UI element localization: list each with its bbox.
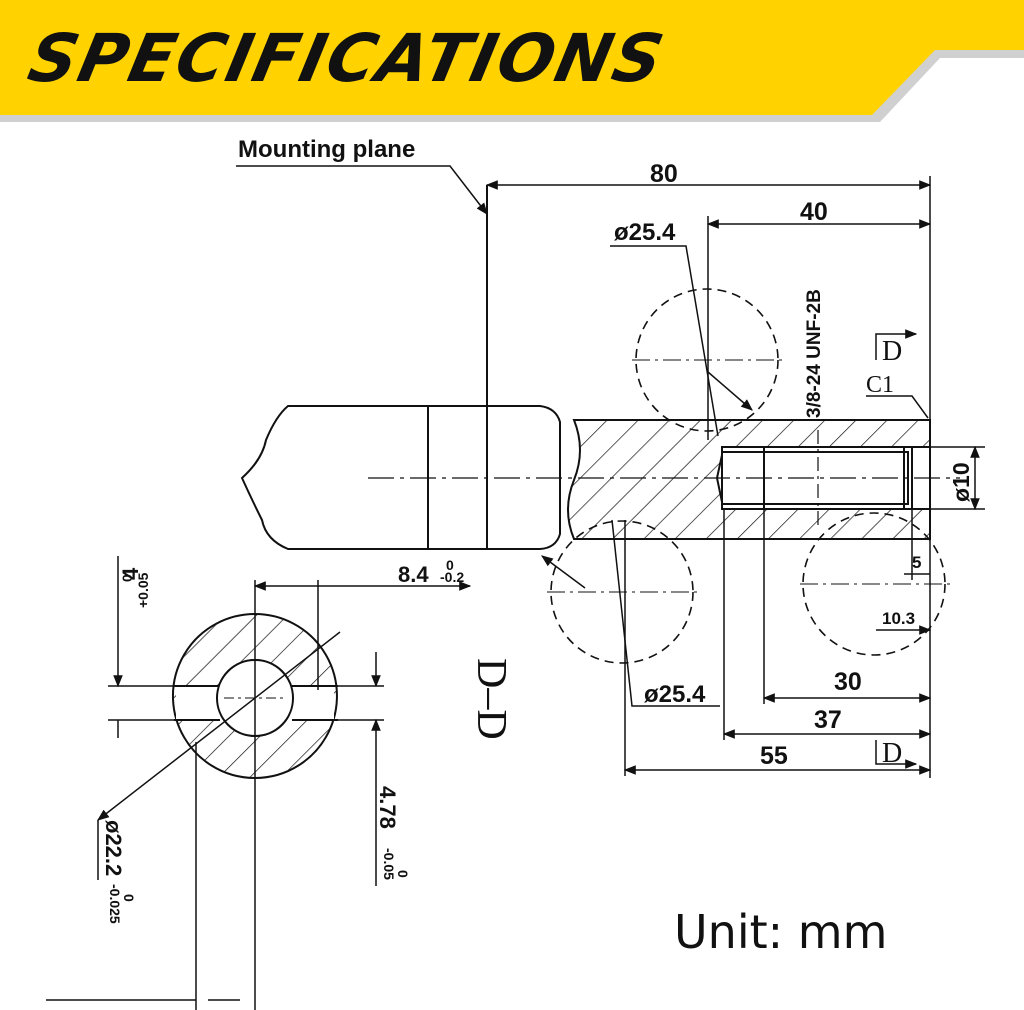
engine-body-outline [240,405,561,550]
section-dimension-lines [46,556,472,1010]
dim-30-label: 30 [834,668,862,696]
dim-4-78-tol-upper: 0 [395,870,411,878]
dia-22-2-tol-lower: -0.025 [107,884,123,924]
dia-25-4-top-label: ø25.4 [614,219,676,246]
section-mark-top: D [882,336,902,367]
dim-4-tol-lower: 0 [119,574,135,582]
shaft-side-view [240,185,960,550]
header-banner [0,0,1024,122]
dia-25-4-bottom-label: ø25.4 [644,681,706,708]
dim-4-78-label: 4.78 [375,786,400,829]
dim-4-78-tol-lower: -0.05 [381,848,397,880]
dim-8-4-tol-upper: 0 [446,557,454,573]
cutter-bottom-right [802,512,946,656]
dim-55-label: 55 [760,742,788,770]
dim-8-4-label: 8.4 [398,562,429,587]
dim-40-label: 40 [800,198,828,226]
key-slot-right [290,686,334,720]
section-d-d [171,613,338,779]
section-mark-bottom: D [882,738,902,769]
section-title: D–D [468,658,514,740]
dim-80-label: 80 [650,160,678,188]
dim-37-label: 37 [814,706,842,734]
mounting-plane-label: Mounting plane [238,136,415,163]
dim-4-tol-upper: +0.05 [135,572,151,608]
banner-background [0,0,1024,115]
thread-label: 3/8-24 UNF-2B [804,289,825,418]
cutter-bottom-left [550,520,694,664]
key-slot-left [176,686,220,720]
dim-8-4-tol-lower: -0.2 [440,569,464,585]
dia-22-2-tol-upper: 0 [121,894,137,902]
dimension-lines [236,165,985,778]
dim-10-3-label: 10.3 [882,609,915,628]
dim-4-label: 4 [118,567,143,580]
cutter-circles [550,288,946,664]
dia-22-2-label: ø22.2 [101,820,126,876]
cutter-top [635,288,779,432]
chamfer-label: C1 [866,372,894,398]
dim-5-label: 5 [912,553,921,572]
unit-label: Unit: mm [674,905,888,959]
dia-10-label: ø10 [948,462,974,502]
